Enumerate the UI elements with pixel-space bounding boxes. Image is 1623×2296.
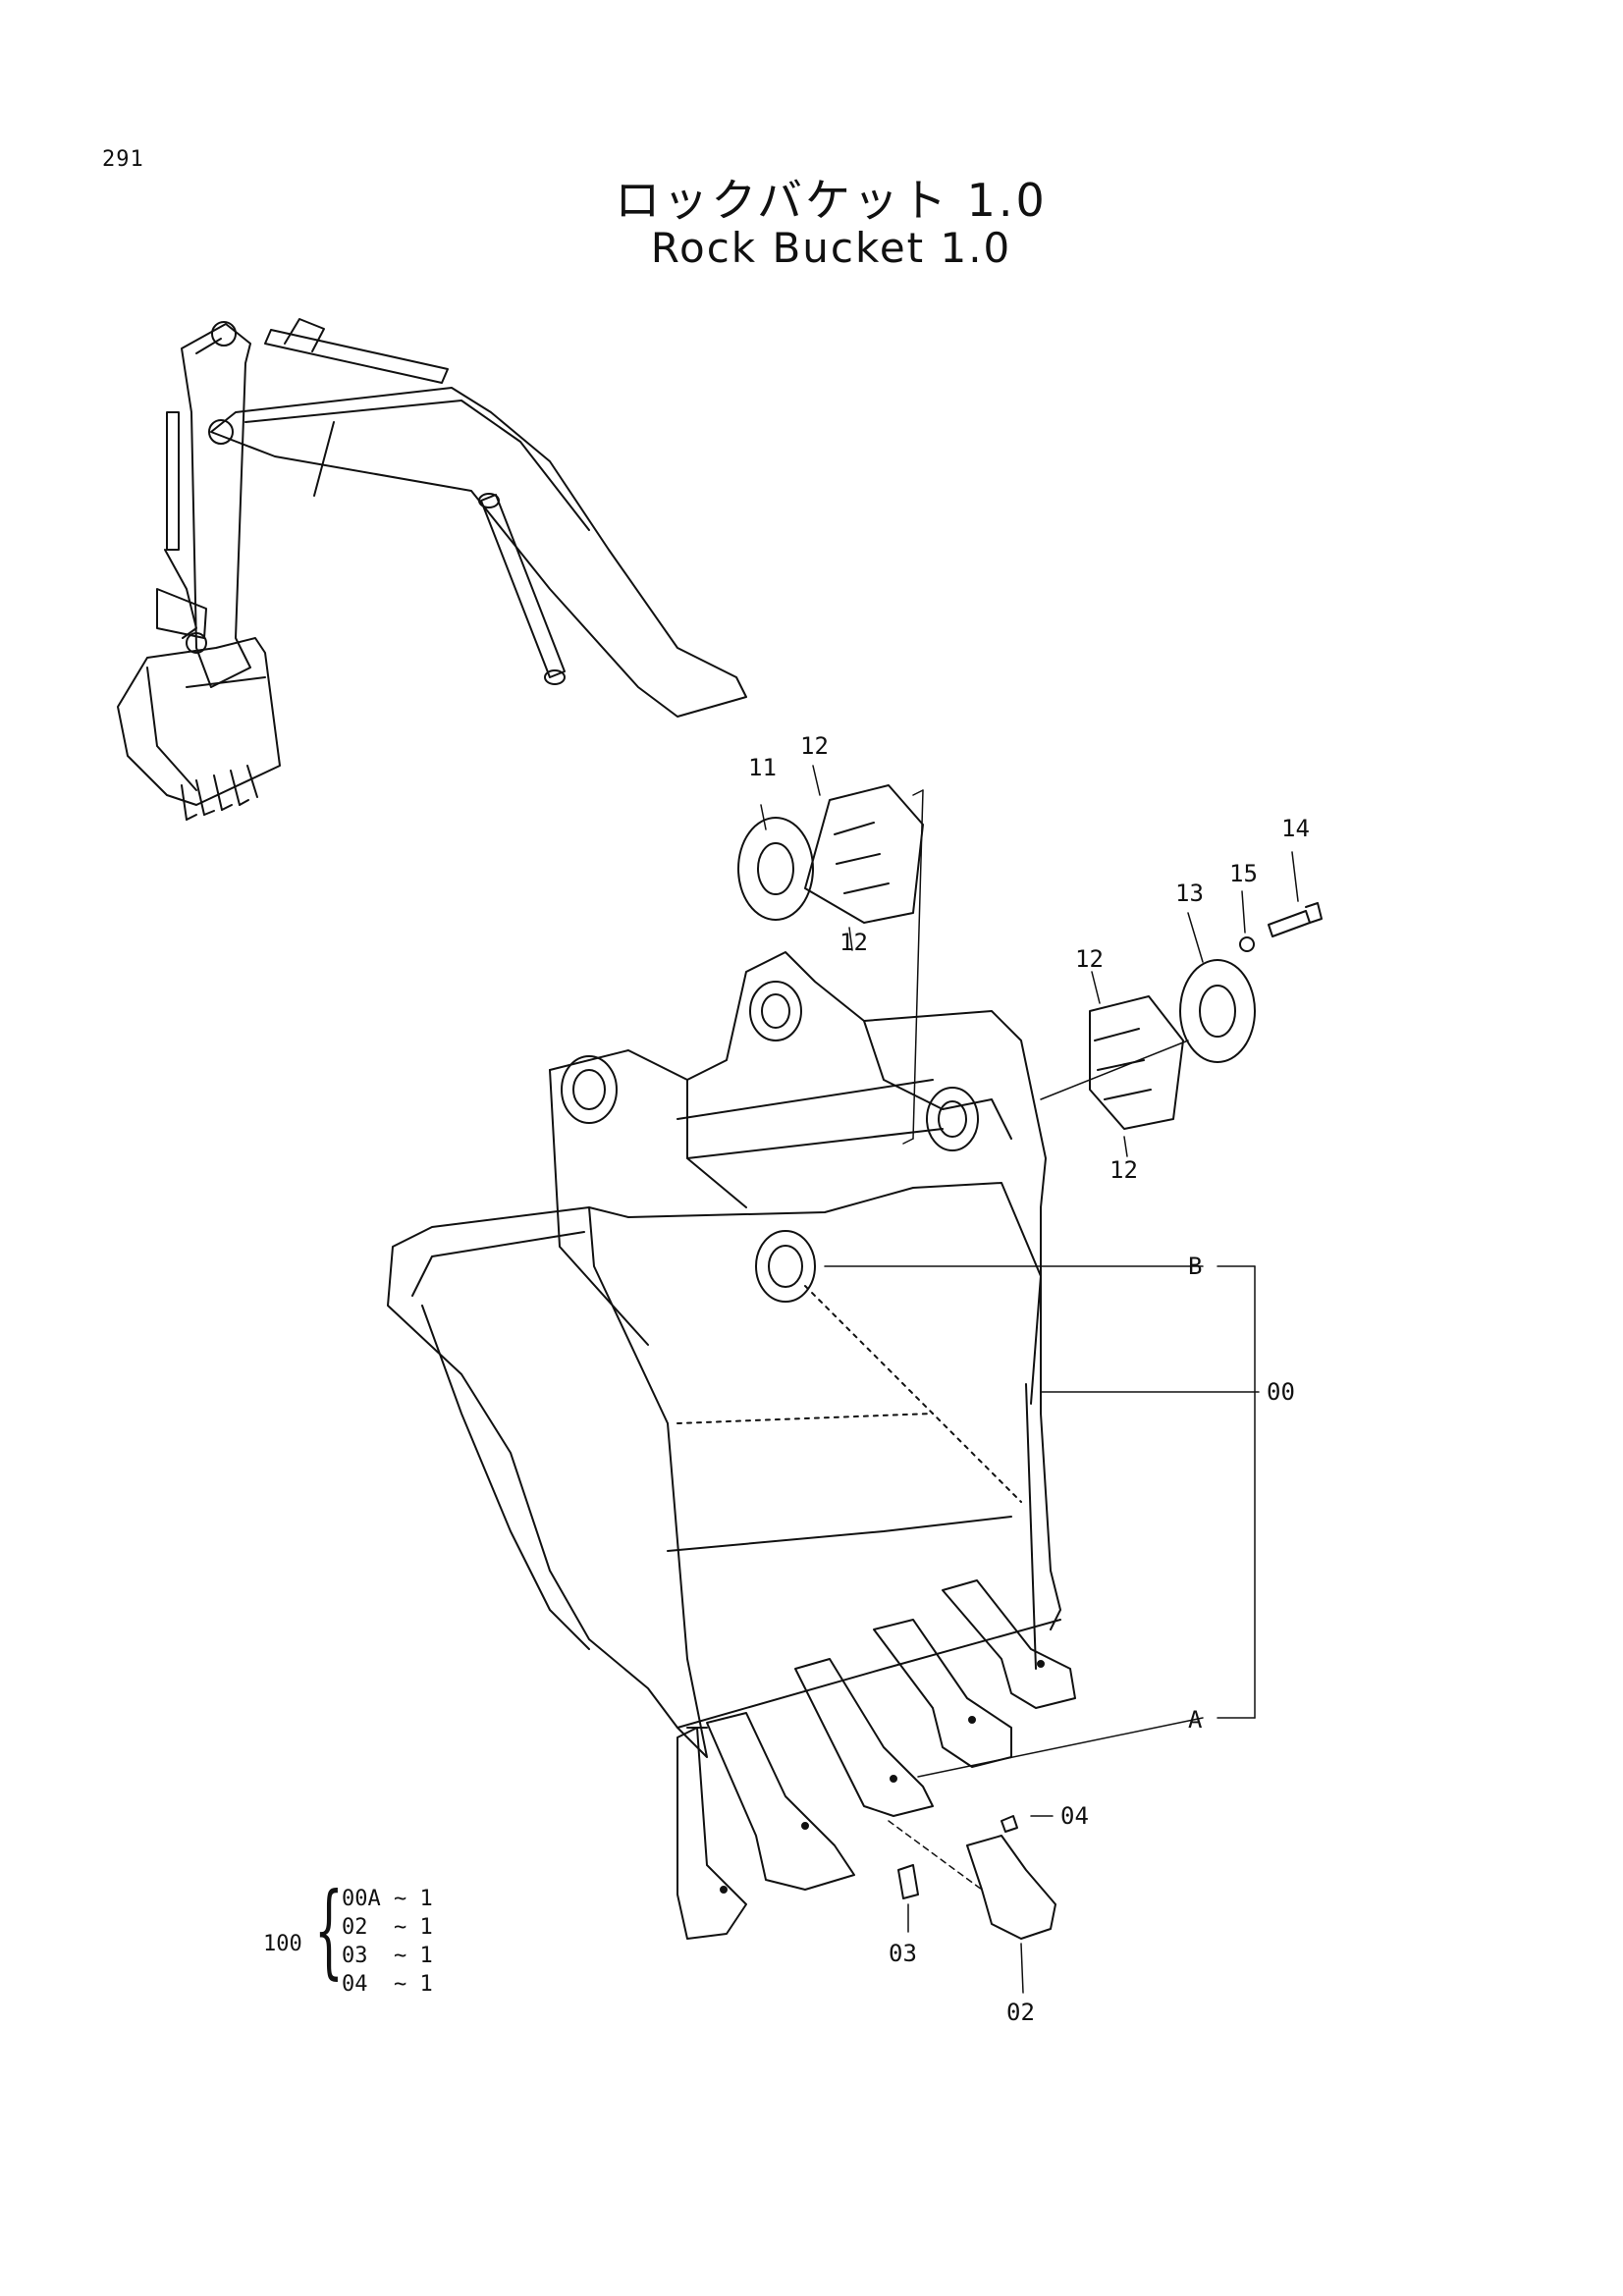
kit-item-list: 00A ~ 1 02 ~ 1 03 ~ 1 04 ~ 1 [342,1885,433,1999]
callout-B: B [1188,1253,1202,1280]
callout-labels: 11 12 12 12 12 13 14 15 B 00 A 04 03 02 [748,732,1310,2026]
callout-12-right-lower: 12 [1109,1156,1138,1184]
callout-12-right-upper: 12 [1075,945,1104,973]
title-english: Rock Bucket 1.0 [650,224,1012,272]
bolt-and-washer [1239,902,1323,952]
callout-15: 15 [1229,860,1258,887]
shim-set-right [1089,959,1256,1130]
kit-brace: { [314,1870,344,1990]
excavator-arm-illustration [117,318,747,821]
callout-12-left-lower: 12 [839,929,868,956]
title-japanese: ロックバケット 1.0 [615,174,1048,227]
leader-lines [760,765,1299,1994]
kit-number: 100 [263,1932,302,1956]
kit-item: 00A ~ 1 [342,1887,433,1911]
callout-14: 14 [1281,815,1310,842]
callout-03: 03 [889,1940,917,1967]
kit-item: 03 ~ 1 [342,1944,433,1968]
bucket-teeth [676,1579,1076,1940]
callout-02: 02 [1006,1999,1035,2026]
main-bucket-illustration [387,951,1076,1940]
callout-11: 11 [748,754,777,781]
callout-00: 00 [1267,1378,1295,1406]
tooth-pin-parts [897,1815,1056,1940]
shim-set-left [737,784,924,924]
kit-item: 02 ~ 1 [342,1915,433,1940]
page-number: 291 [102,147,144,172]
callout-12-top: 12 [800,732,829,760]
kit-item: 04 ~ 1 [342,1972,433,1997]
callout-04: 04 [1060,1802,1089,1830]
callout-13: 13 [1175,880,1204,907]
callout-A: A [1188,1706,1203,1734]
